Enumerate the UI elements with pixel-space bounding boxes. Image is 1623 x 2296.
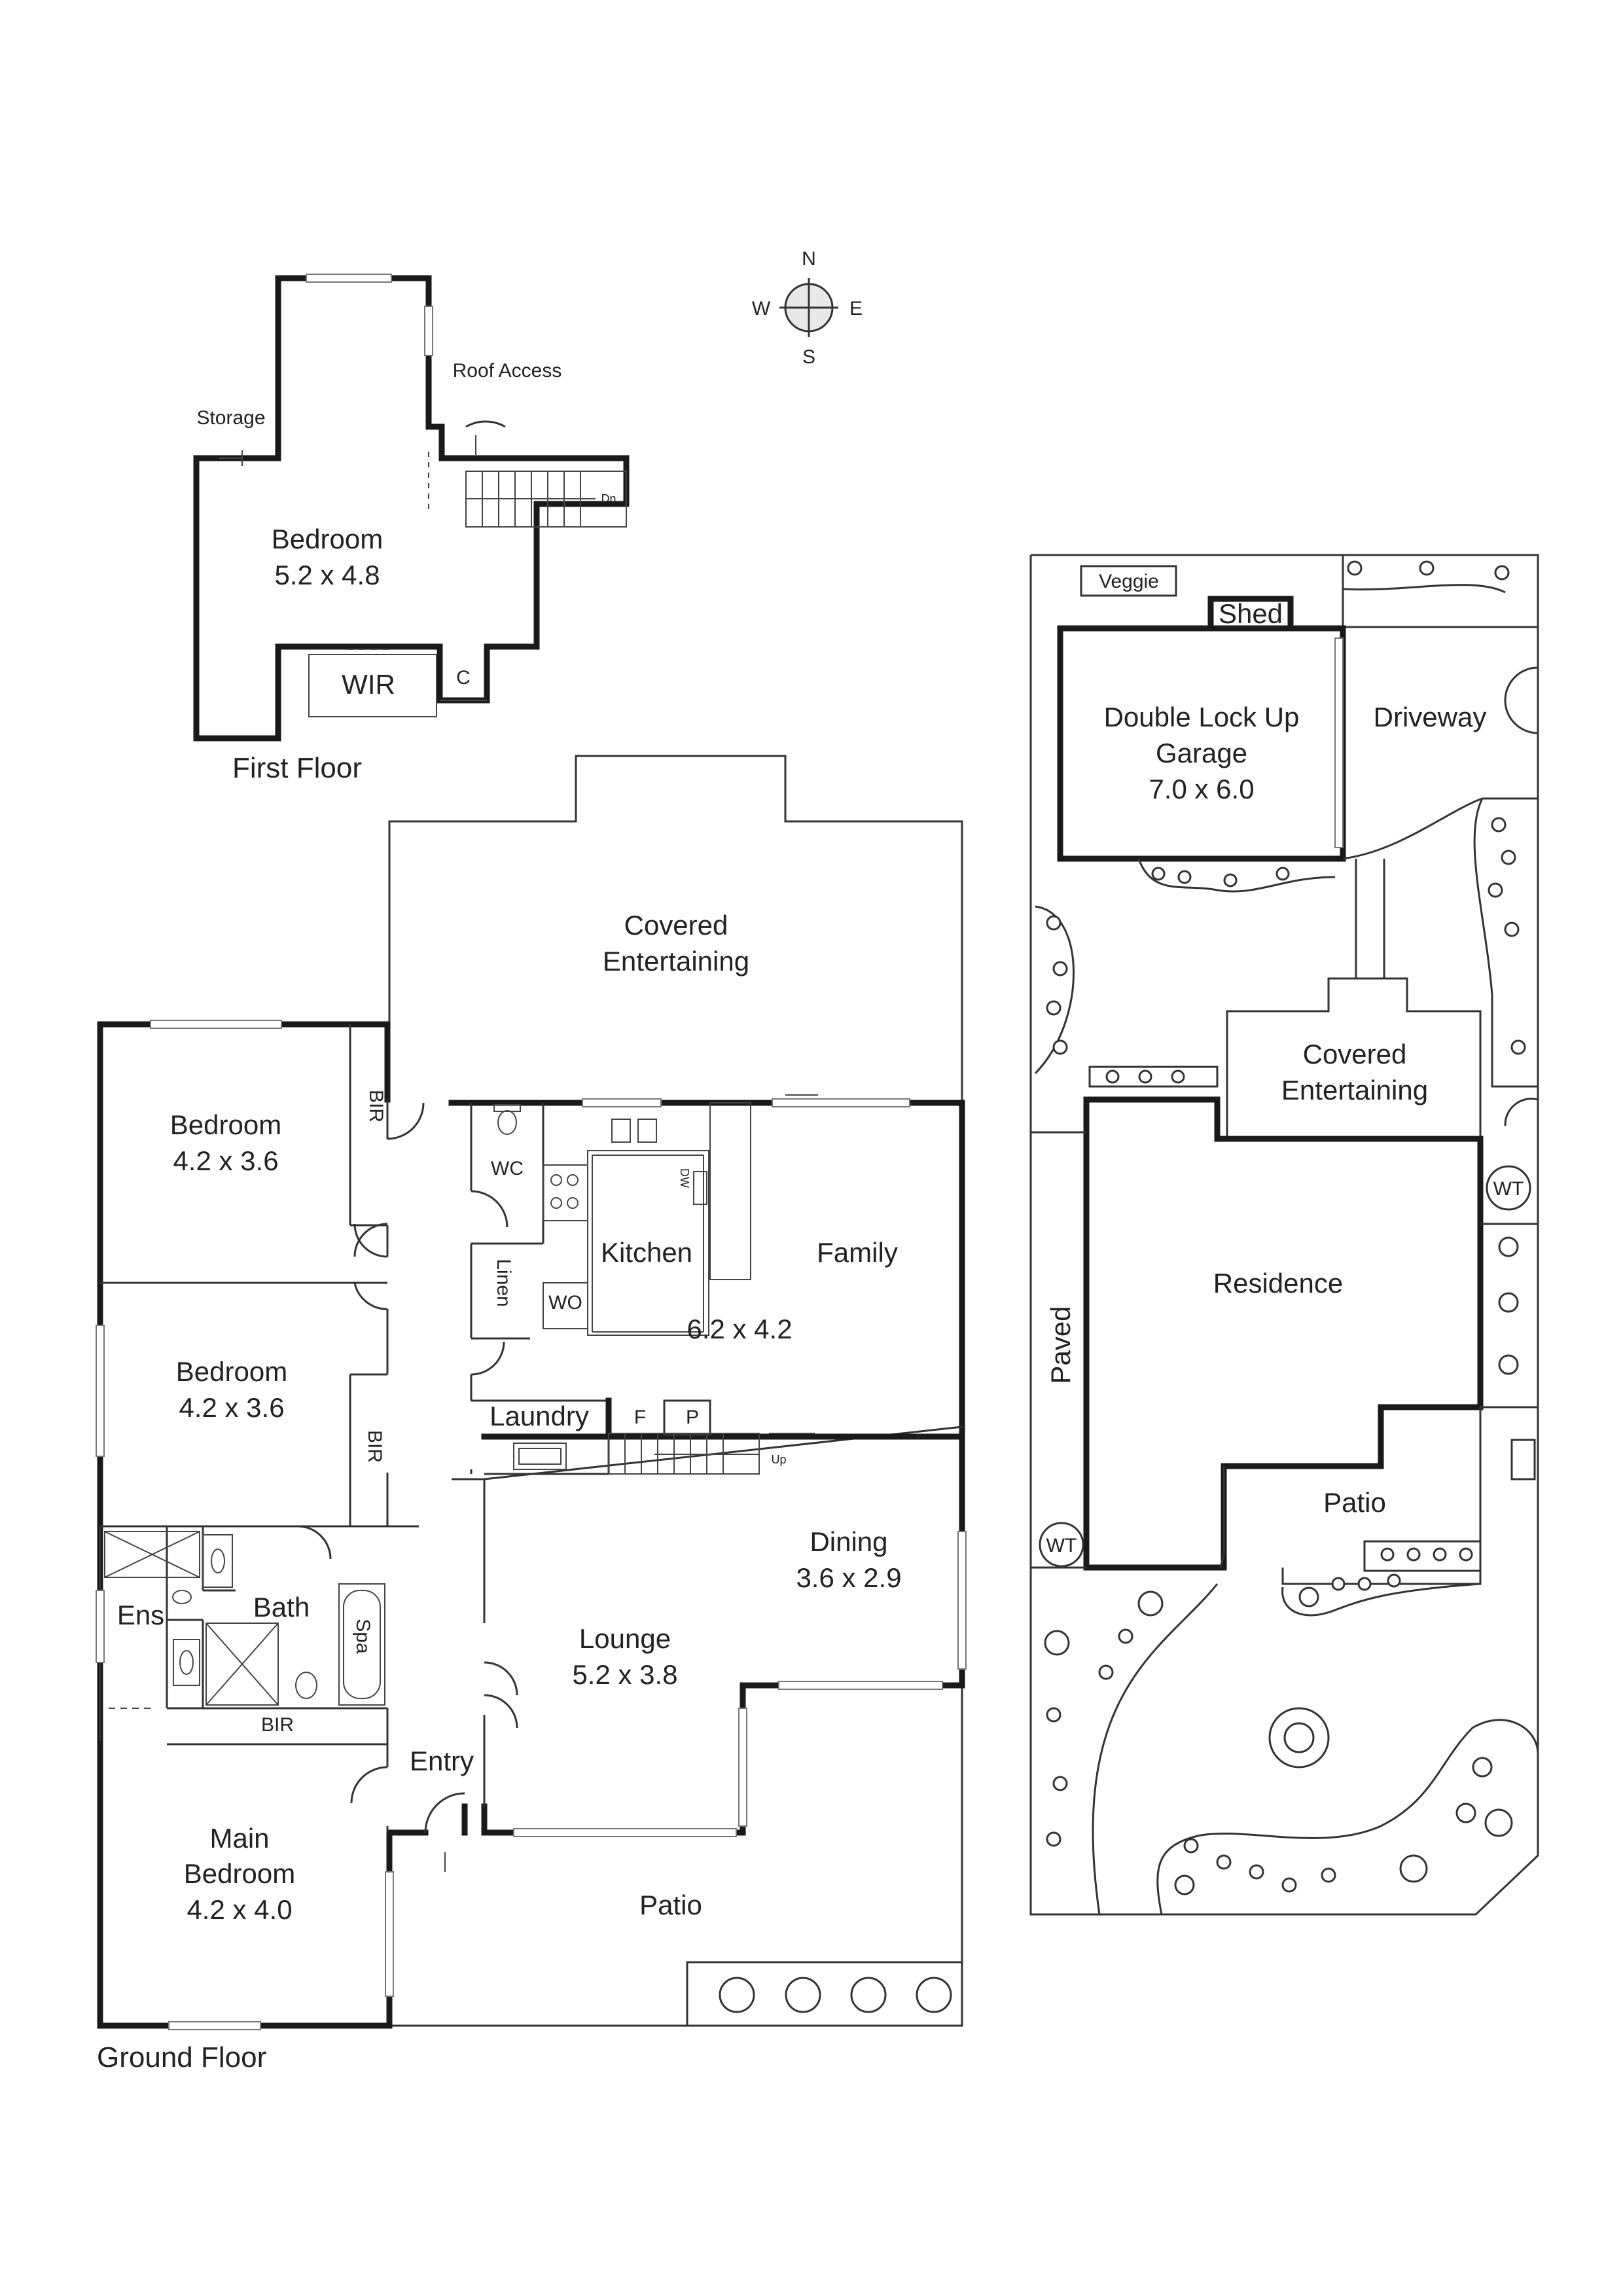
lounge-size: 5.2 x 3.8 bbox=[572, 1659, 677, 1690]
ground-floor-title: Ground Floor bbox=[97, 2041, 266, 2073]
first-floor-title: First Floor bbox=[232, 752, 362, 784]
lounge-name: Lounge bbox=[579, 1623, 671, 1654]
kitchen-label: Kitchen bbox=[601, 1237, 692, 1268]
garage-name-line1: Double Lock Up bbox=[1104, 702, 1300, 732]
first-floor-bedroom-size: 5.2 x 4.8 bbox=[274, 560, 380, 590]
linen-label: Linen bbox=[493, 1259, 514, 1306]
wir-label: WIR bbox=[342, 669, 395, 700]
bedroom-2-name: Bedroom bbox=[176, 1356, 287, 1387]
site-plan: Veggie Shed Double Lock Up Garage 7.0 x … bbox=[1029, 554, 1539, 1916]
laundry-label: Laundry bbox=[490, 1401, 589, 1431]
stairs-down-label: Dn bbox=[601, 492, 616, 505]
covered-entertaining-line2: Entertaining bbox=[603, 946, 749, 977]
bir-label-1: BIR bbox=[365, 1090, 387, 1122]
fridge-label: F bbox=[634, 1407, 646, 1428]
ensuite-label: Ens bbox=[117, 1600, 164, 1630]
main-bedroom-name-line1: Main bbox=[209, 1823, 269, 1854]
ground-floor-plan: Covered Entertaining Bedroom 4.2 x 3.6 B… bbox=[96, 755, 967, 2073]
wc-label: WC bbox=[491, 1158, 524, 1179]
residence-label: Residence bbox=[1213, 1268, 1343, 1299]
site-covered-entertaining-line1: Covered bbox=[1303, 1039, 1407, 1069]
family-label: Family bbox=[817, 1237, 898, 1268]
water-tank-label-1: WT bbox=[1493, 1178, 1524, 1200]
main-bedroom-size: 4.2 x 4.0 bbox=[187, 1894, 292, 1925]
garage-size: 7.0 x 6.0 bbox=[1149, 774, 1254, 804]
site-patio-label: Patio bbox=[1323, 1487, 1386, 1518]
storage-label: Storage bbox=[196, 407, 265, 429]
site-shrubs bbox=[1044, 560, 1526, 1895]
veggie-label: Veggie bbox=[1099, 571, 1159, 592]
compass-east: E bbox=[849, 298, 863, 319]
compass-north: N bbox=[802, 248, 816, 270]
compass: N S E W bbox=[752, 248, 863, 368]
site-covered-entertaining-line2: Entertaining bbox=[1281, 1075, 1428, 1105]
main-bedroom-name-line2: Bedroom bbox=[184, 1858, 295, 1889]
covered-entertaining-line1: Covered bbox=[624, 910, 728, 941]
dining-name: Dining bbox=[810, 1526, 887, 1557]
paved-label: Paved bbox=[1045, 1306, 1076, 1384]
spa-label: Spa bbox=[352, 1619, 374, 1654]
bath-label: Bath bbox=[253, 1592, 310, 1623]
bir-label-3: BIR bbox=[261, 1714, 294, 1736]
dishwasher-label: DW bbox=[678, 1168, 691, 1188]
patio-shrubs bbox=[719, 1977, 952, 2013]
driveway-label: Driveway bbox=[1374, 702, 1487, 732]
pantry-label: P bbox=[686, 1407, 699, 1428]
shed-label: Shed bbox=[1219, 598, 1283, 629]
patio-label: Patio bbox=[639, 1890, 702, 1920]
compass-south: S bbox=[802, 346, 815, 368]
stairs-up-label: Up bbox=[771, 1453, 786, 1466]
wo-label: WO bbox=[548, 1292, 582, 1314]
bedroom-2-size: 4.2 x 3.6 bbox=[179, 1392, 284, 1423]
compass-west: W bbox=[752, 298, 771, 319]
kitchen-family-size: 6.2 x 4.2 bbox=[687, 1314, 792, 1344]
first-floor-plan: Bedroom 5.2 x 4.8 Storage Roof Access WI… bbox=[193, 274, 630, 784]
garage-name-line2: Garage bbox=[1156, 738, 1247, 768]
entry-label: Entry bbox=[410, 1746, 474, 1776]
cupboard-label: C bbox=[456, 667, 471, 689]
bir-label-2: BIR bbox=[364, 1430, 385, 1463]
roof-access-label: Roof Access bbox=[453, 360, 562, 382]
bedroom-1-size: 4.2 x 3.6 bbox=[173, 1145, 278, 1176]
bedroom-1-name: Bedroom bbox=[170, 1109, 281, 1140]
water-tank-label-2: WT bbox=[1046, 1535, 1077, 1556]
dining-size: 3.6 x 2.9 bbox=[796, 1562, 901, 1593]
first-floor-bedroom-name: Bedroom bbox=[272, 524, 383, 554]
